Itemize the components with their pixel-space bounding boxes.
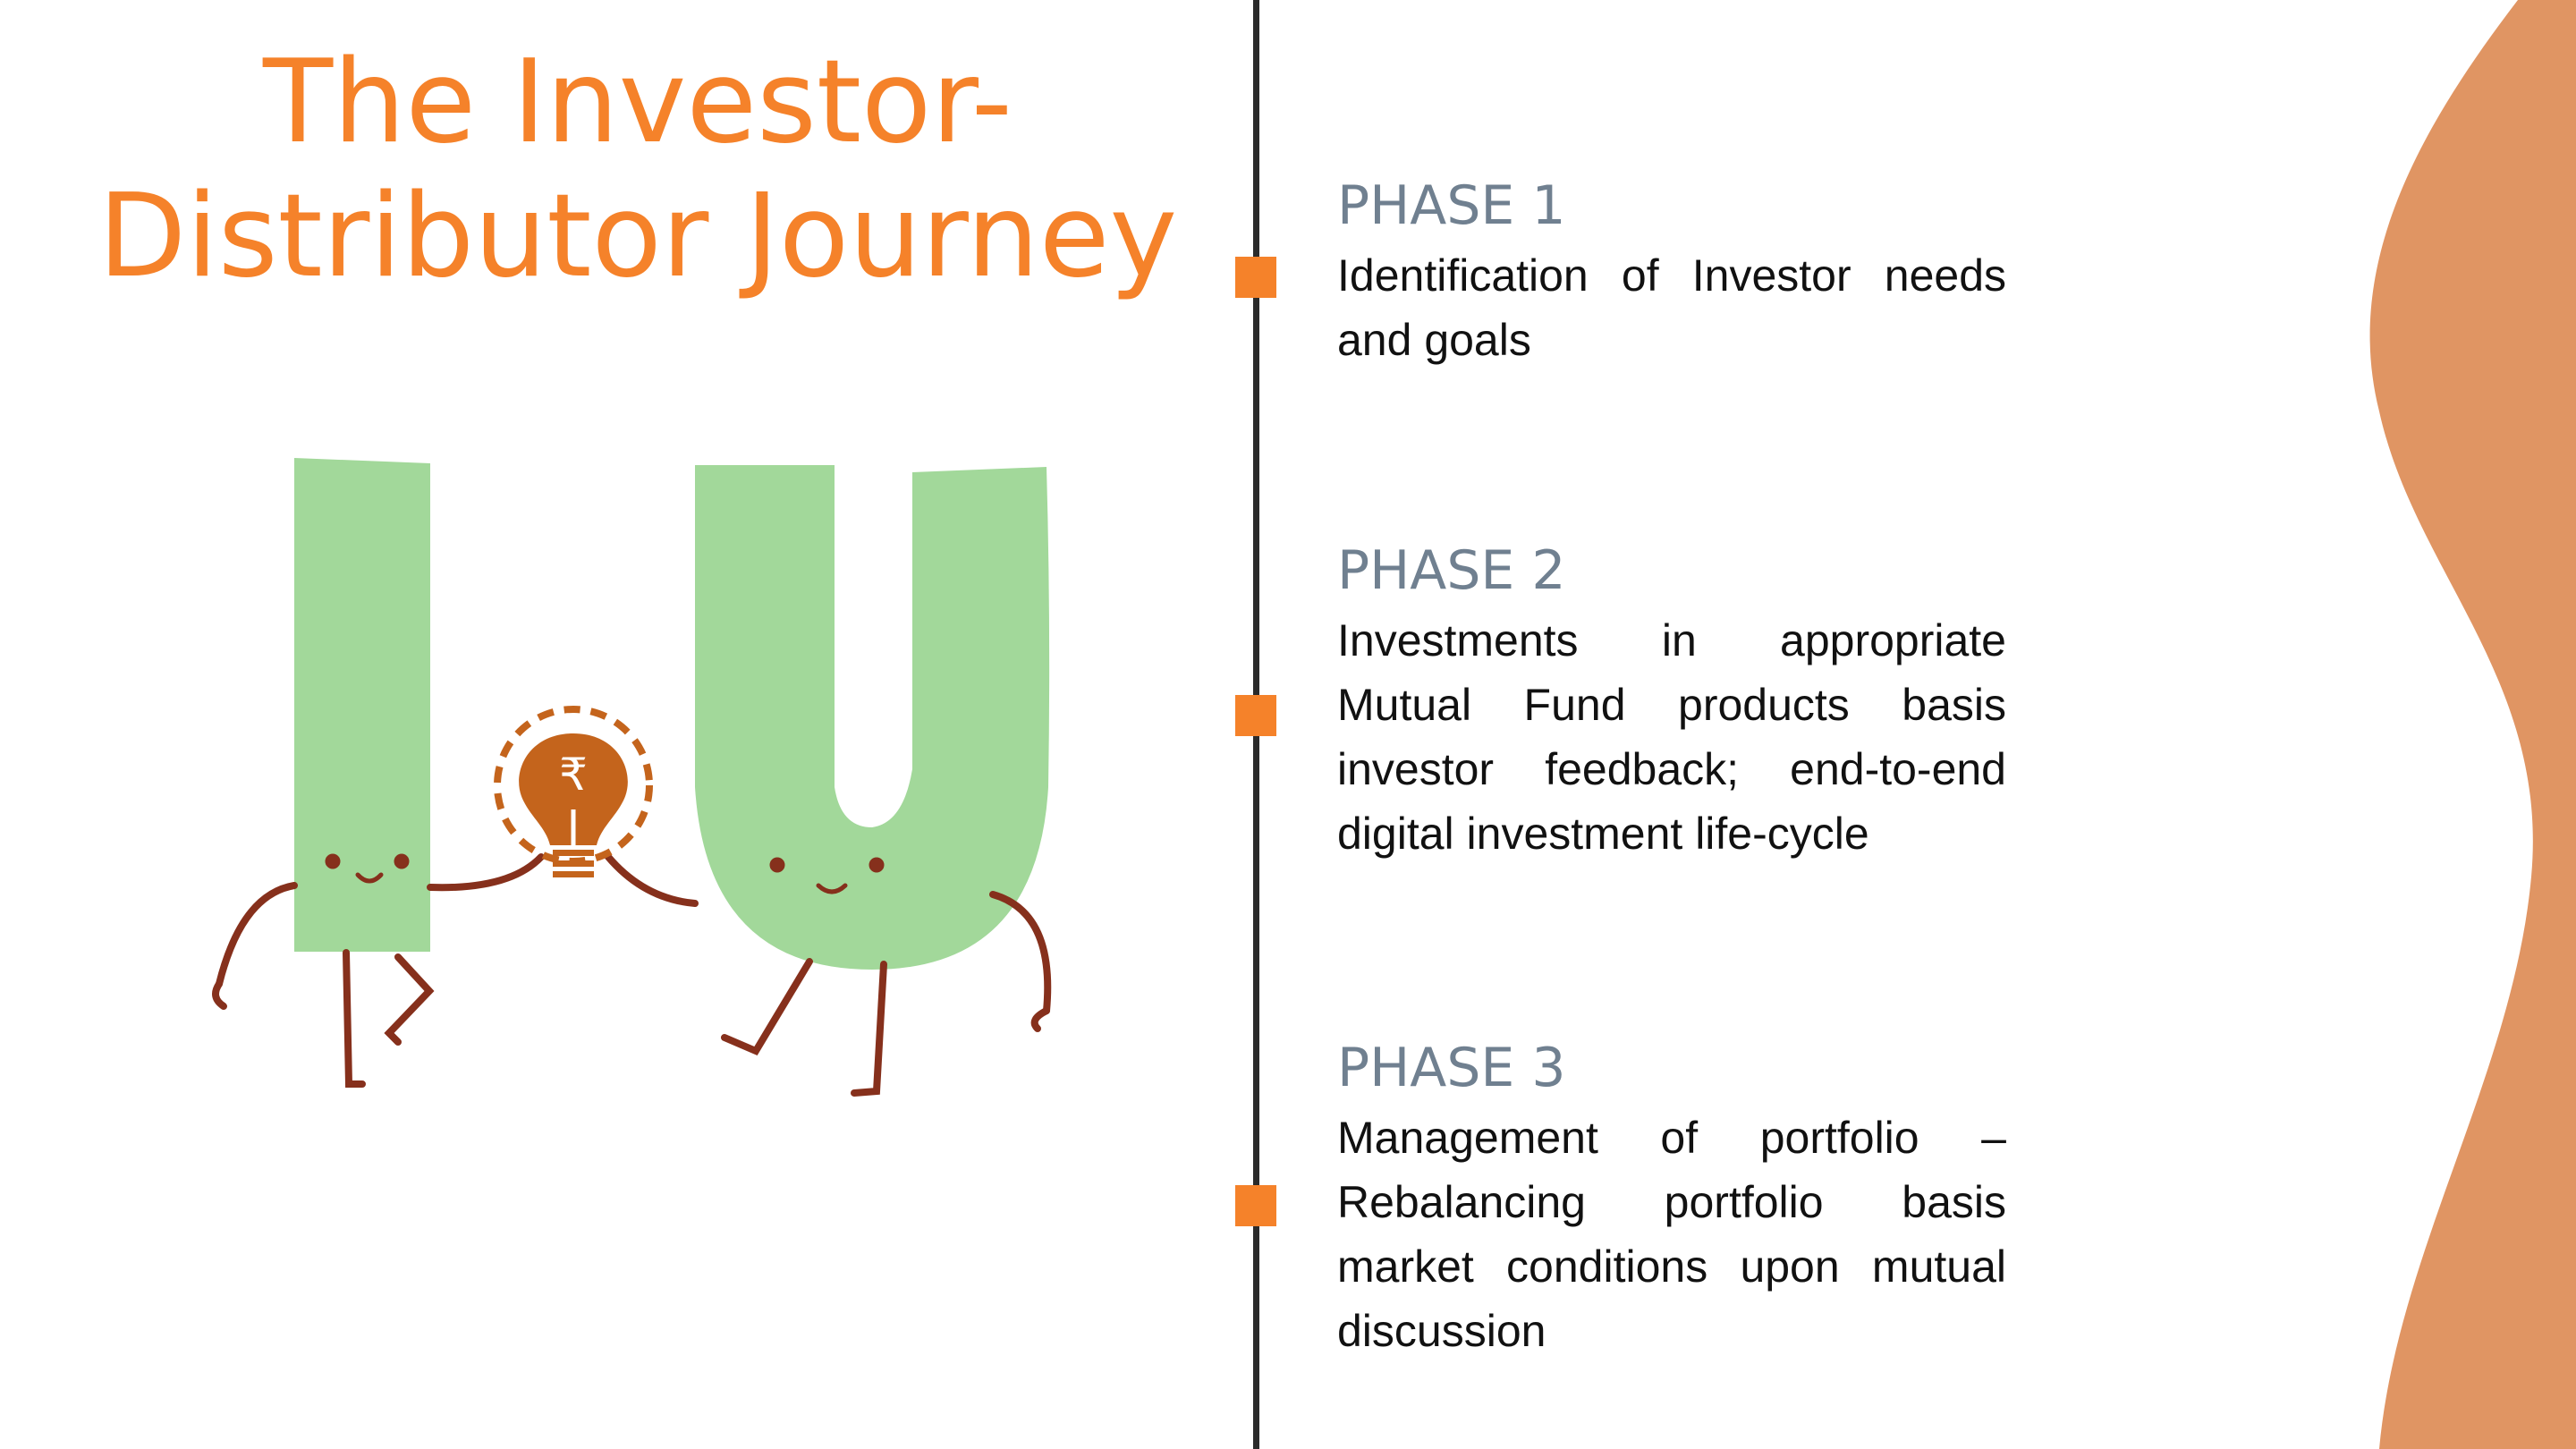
timeline-marker-phase-1: [1235, 257, 1276, 298]
title-line-1: The Investor-: [263, 36, 1013, 169]
timeline-marker-phase-2: [1235, 695, 1276, 736]
phase-2: PHASE 2 Investments in appropriate Mutua…: [1337, 538, 2006, 866]
letter-u-character: [695, 465, 1050, 970]
title-line-2: Distributor Journey: [97, 170, 1178, 303]
orange-wave-decoration: [2369, 0, 2576, 1449]
phase-1: PHASE 1 Identification of Investor needs…: [1337, 174, 2006, 372]
phase-1-heading: PHASE 1: [1337, 174, 1566, 237]
phase-3: PHASE 3 Management of portfolio – Rebala…: [1337, 1036, 2006, 1363]
phase-1-text: Identification of Investor needs and goa…: [1337, 250, 2006, 365]
letter-i-character: [294, 458, 430, 952]
phase-3-heading: PHASE 3: [1337, 1037, 1566, 1099]
phase-2-text: Investments in appropriate Mutual Fund p…: [1337, 615, 2006, 859]
investor-distributor-illustration: ₹: [212, 458, 1052, 1097]
phase-3-text: Management of portfolio – Rebalancing po…: [1337, 1113, 2006, 1356]
page-title: The Investor- Distributor Journey: [54, 36, 1222, 304]
rupee-symbol: ₹: [559, 749, 588, 801]
phase-2-heading: PHASE 2: [1337, 539, 1566, 602]
rupee-lightbulb-icon: ₹: [494, 706, 653, 877]
timeline-marker-phase-3: [1235, 1185, 1276, 1226]
